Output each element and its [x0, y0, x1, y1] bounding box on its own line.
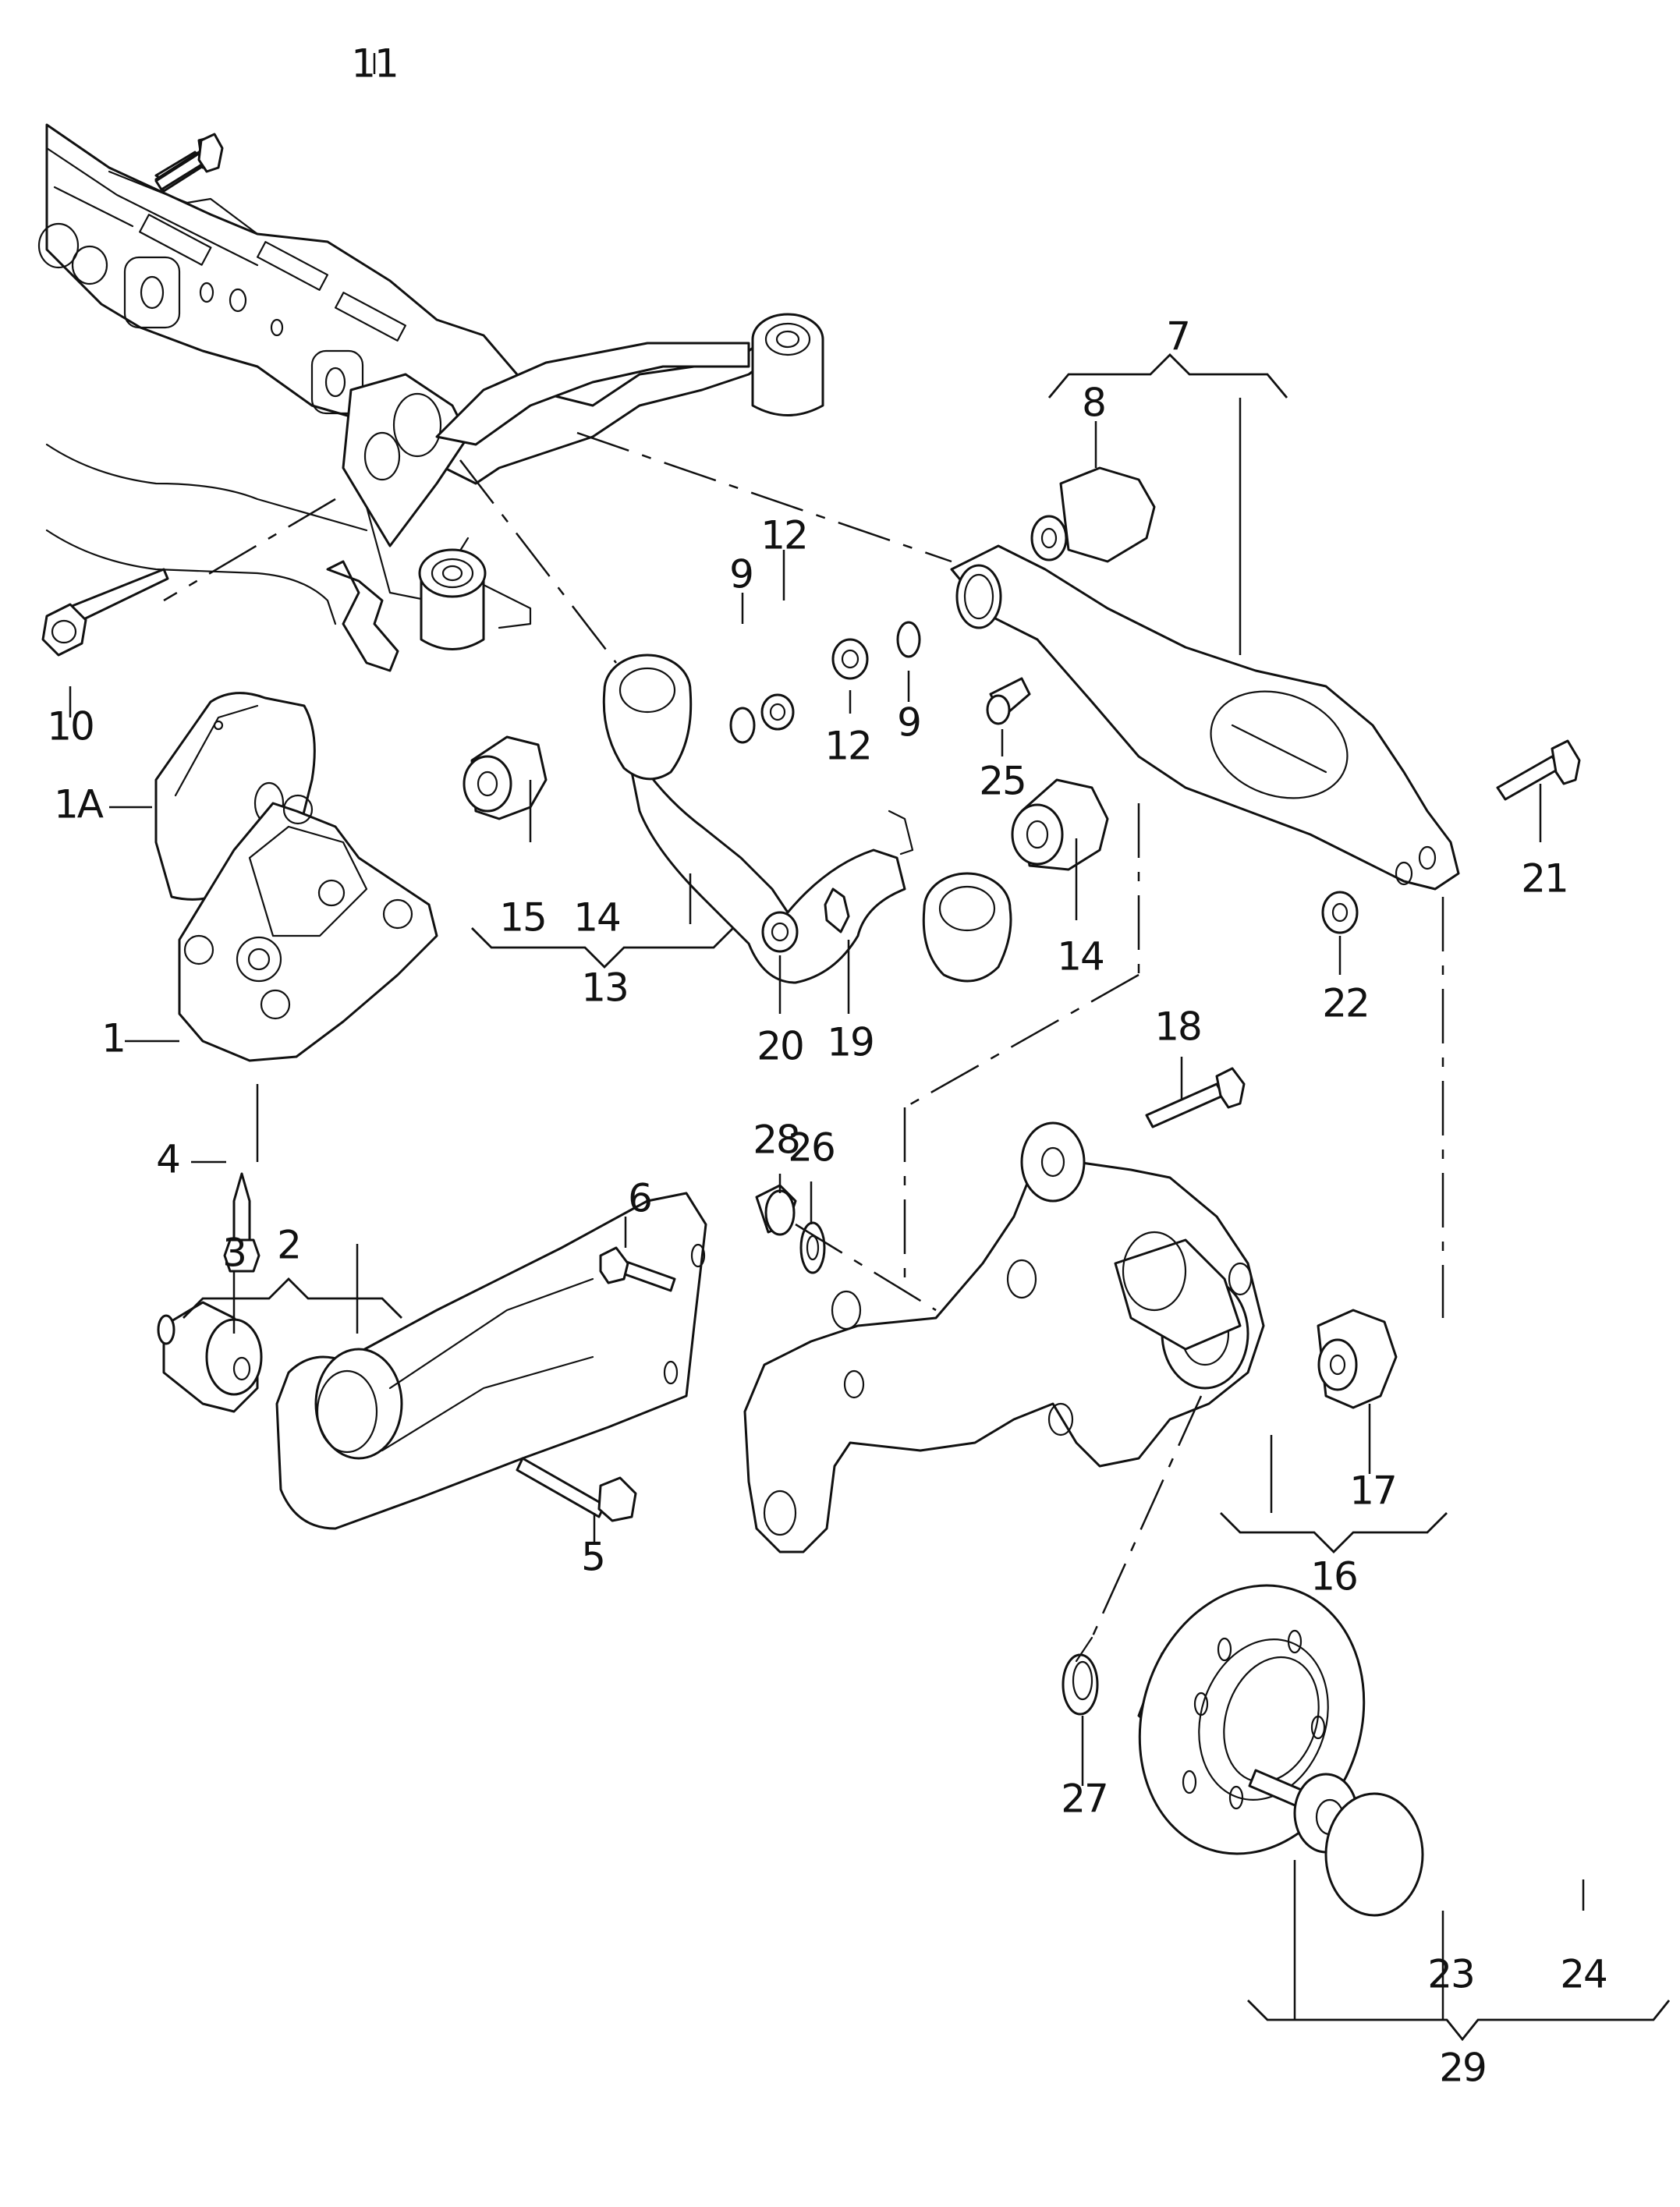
body-outline — [45, 443, 368, 532]
callout-14-right[interactable]: 14 — [1057, 934, 1105, 980]
callout-6[interactable]: 6 — [628, 1176, 653, 1221]
callout-15[interactable]: 15 — [499, 895, 548, 941]
callout-4[interactable]: 4 — [156, 1137, 181, 1182]
bolt-11-drawn — [154, 133, 224, 191]
callout-29[interactable]: 29 — [1439, 2046, 1487, 2091]
body-outline-2 — [45, 529, 337, 625]
callout-12-upper[interactable]: 12 — [760, 513, 809, 558]
upper-link-installed — [435, 313, 824, 446]
part-2-trailing-arm — [275, 1192, 707, 1530]
subframe-bushing — [418, 548, 532, 650]
brace-29 — [1247, 2000, 1671, 2042]
part-15-bushing — [463, 735, 548, 820]
part-3-bushing — [157, 1301, 263, 1413]
callout-22[interactable]: 22 — [1322, 981, 1370, 1026]
stabilizer-link — [326, 560, 399, 672]
part-5-bolt — [516, 1457, 637, 1522]
callout-20[interactable]: 20 — [757, 1024, 805, 1069]
callout-labels: 11 10 1A 1 4 2 3 5 6 7 8 9 12 12 9 25 15… — [47, 41, 1608, 2091]
part-9-washer-lower — [896, 621, 921, 658]
callout-14-left[interactable]: 14 — [573, 895, 622, 941]
callout-1a[interactable]: 1A — [54, 782, 105, 827]
brace-2 — [183, 1277, 402, 1319]
part-6-bolt — [599, 1246, 676, 1292]
part-22-nut — [1321, 891, 1359, 934]
part-14-bushing — [1011, 778, 1109, 871]
brace-7 — [1047, 353, 1288, 399]
leader-lines — [69, 53, 1585, 2020]
part-21-bolt — [1496, 739, 1581, 801]
part-7-lower-link — [950, 544, 1460, 891]
wheel-bearing-housing — [743, 1121, 1265, 1553]
part-8-bushing — [1030, 466, 1156, 563]
callout-9-lower[interactable]: 9 — [897, 700, 922, 746]
callout-16[interactable]: 16 — [1310, 1554, 1359, 1599]
callout-26[interactable]: 26 — [788, 1125, 836, 1171]
part-20-nut — [761, 911, 799, 953]
callout-3[interactable]: 3 — [222, 1231, 247, 1276]
part-4-screw — [223, 1172, 261, 1273]
callout-21[interactable]: 21 — [1521, 856, 1569, 902]
part-18-bolt — [1145, 1067, 1246, 1128]
callout-18[interactable]: 18 — [1154, 1004, 1203, 1050]
part-12-nut-lower — [831, 638, 869, 680]
part-10-bolt — [41, 568, 169, 657]
part-24-cap — [1324, 1792, 1424, 1917]
callout-17[interactable]: 17 — [1349, 1468, 1398, 1514]
group-braces — [183, 353, 1671, 2042]
brace-16 — [1220, 1512, 1448, 1553]
part-19-lock-plate — [824, 887, 850, 933]
callout-25[interactable]: 25 — [979, 759, 1027, 804]
part-1-mount — [178, 794, 438, 1062]
part-26-washer — [799, 1221, 826, 1274]
callout-19[interactable]: 19 — [827, 1020, 875, 1065]
callout-12-lower[interactable]: 12 — [824, 724, 873, 769]
callout-10[interactable]: 10 — [47, 704, 95, 749]
callout-1[interactable]: 1 — [101, 1016, 126, 1061]
callout-11[interactable]: 11 — [351, 41, 399, 87]
callout-23[interactable]: 23 — [1427, 1952, 1476, 1997]
callout-24[interactable]: 24 — [1560, 1952, 1608, 1997]
part-27-seal — [1062, 1653, 1099, 1716]
callout-8[interactable]: 8 — [1082, 381, 1107, 426]
subframe — [37, 123, 782, 602]
part-9-washer-upper — [729, 707, 756, 744]
callout-9-upper[interactable]: 9 — [729, 552, 754, 597]
brace-13 — [471, 927, 734, 969]
part-12-nut-upper — [760, 693, 795, 731]
callout-7[interactable]: 7 — [1166, 314, 1191, 360]
part-13-upper-link — [602, 654, 1012, 984]
callout-27[interactable]: 27 — [1061, 1777, 1109, 1822]
callout-28[interactable]: 28 — [753, 1118, 801, 1163]
callout-5[interactable]: 5 — [581, 1535, 606, 1580]
callout-2[interactable]: 2 — [277, 1223, 302, 1268]
part-28-sleeve — [755, 1184, 797, 1236]
assembly-axis-lines — [163, 431, 1444, 1663]
callout-13[interactable]: 13 — [581, 965, 629, 1011]
part-17-bushing — [1317, 1309, 1398, 1409]
part-25-spacer — [986, 677, 1031, 725]
